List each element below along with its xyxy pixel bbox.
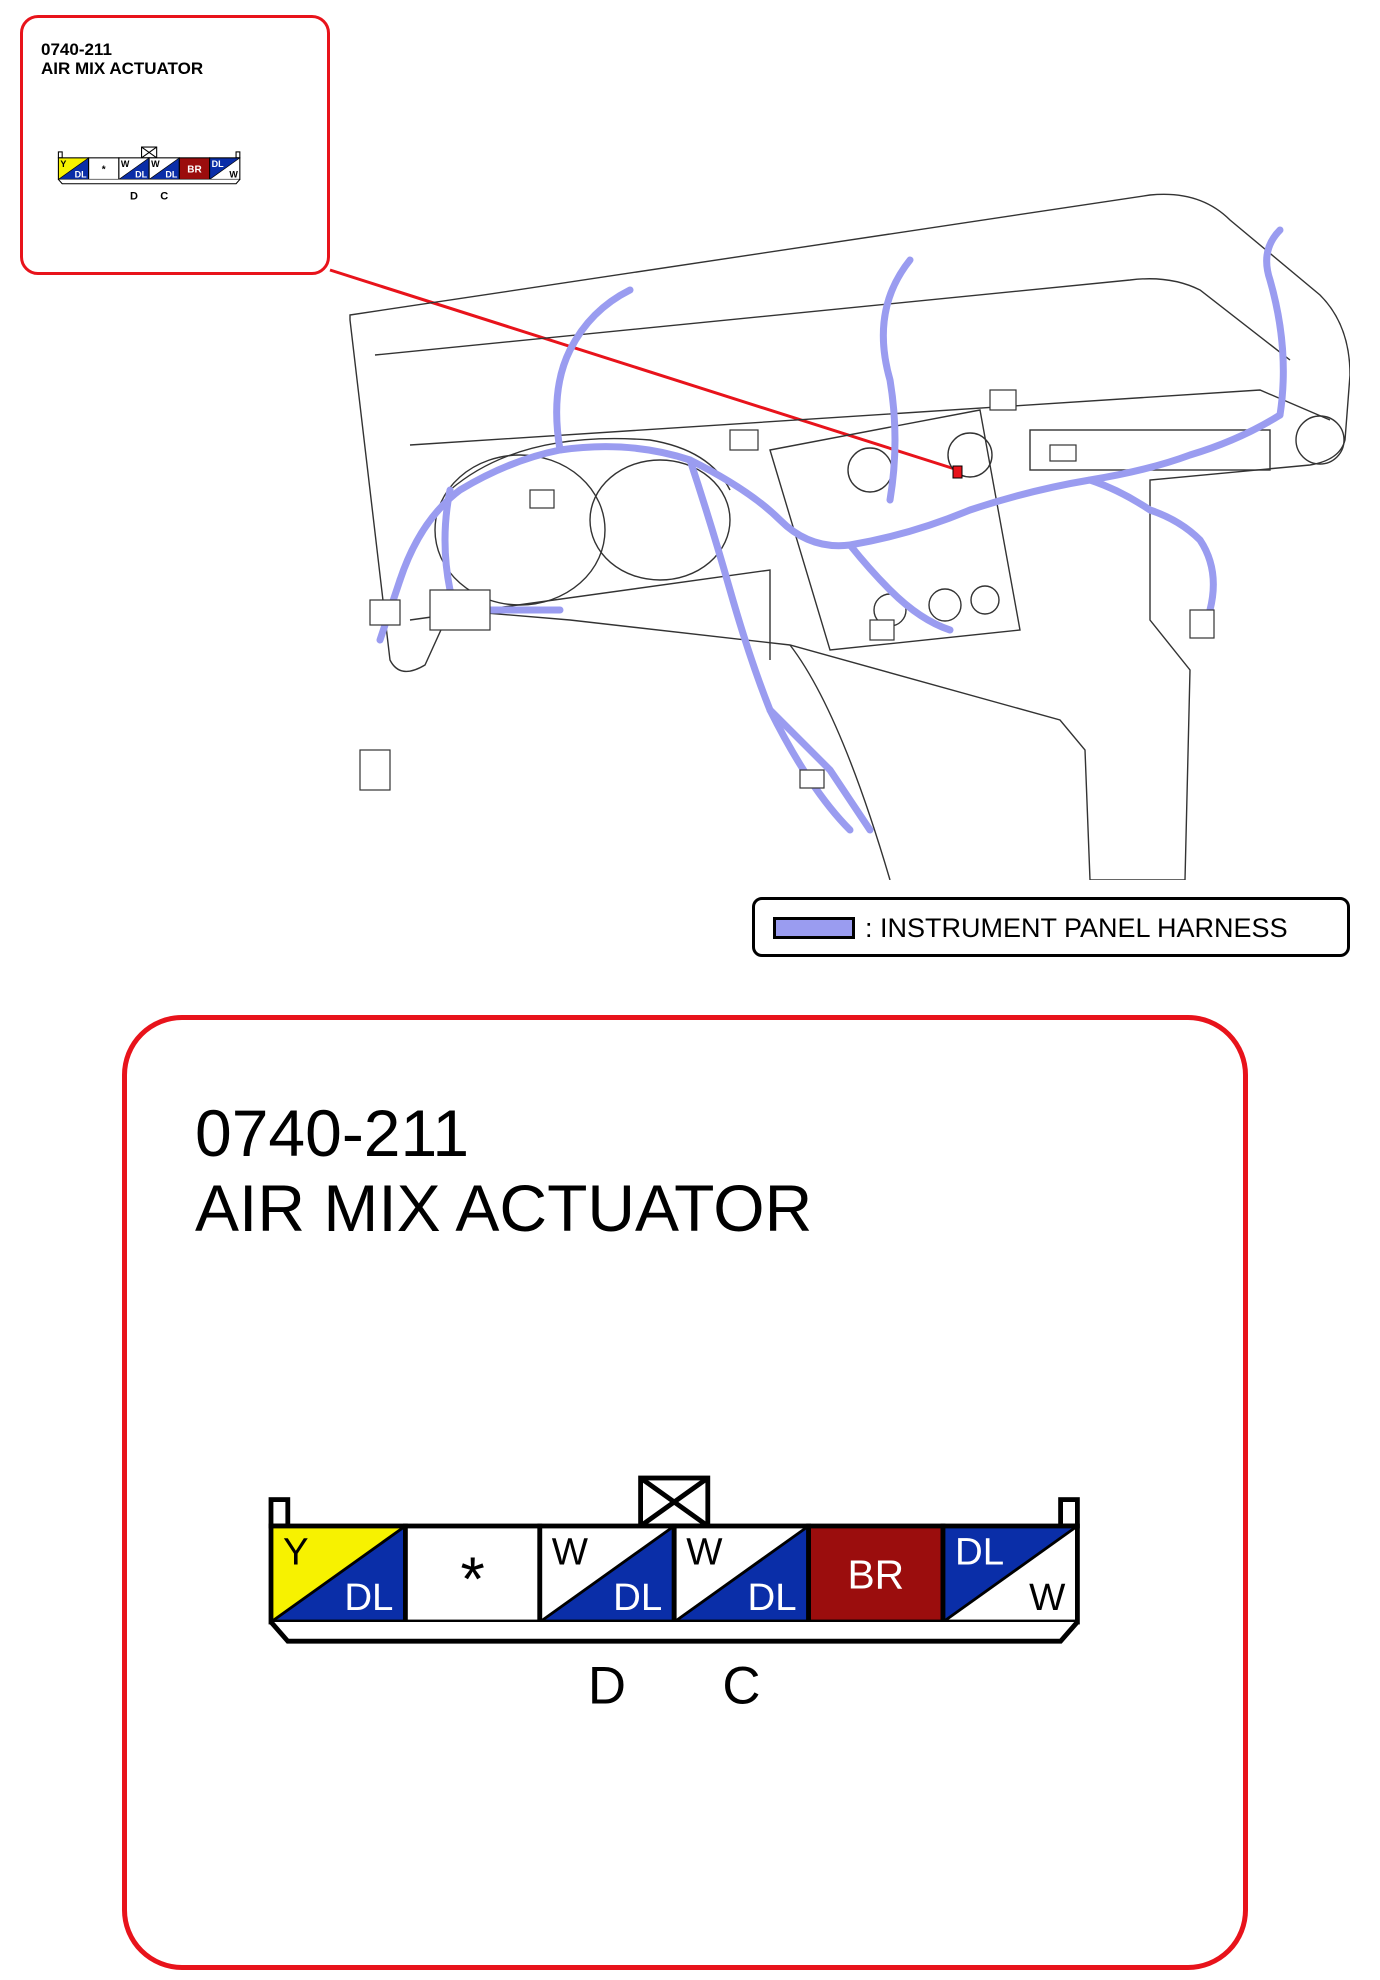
connector-tab-right (1058, 1497, 1080, 1529)
pin-label-bottom: DL (135, 169, 147, 179)
connector-rail (57, 179, 241, 185)
connector-block (989, 389, 1017, 411)
legend-swatch (773, 917, 855, 939)
connector-block (369, 599, 401, 626)
connector-code-small: 0740-211 (41, 40, 112, 59)
pin-cell (808, 1526, 943, 1622)
pin-border (209, 157, 241, 180)
gauge-left (434, 454, 606, 606)
connector-block (799, 769, 825, 789)
vent-1 (847, 447, 893, 493)
harness-branch-down (686, 456, 854, 834)
pin-label-top: W (151, 159, 160, 169)
pin-label-bottom: DL (344, 1576, 393, 1619)
center-stack (769, 409, 1021, 651)
connector-block (1189, 609, 1215, 639)
connector-diagram-small: Y DL * W DL W DL BR DL W D C (57, 146, 241, 202)
pin-label: * (460, 1545, 484, 1614)
pin-label-bottom: DL (75, 169, 87, 179)
callout-large: 0740-211 AIR MIX ACTUATOR Y DL * W DL W DL BR DL… (122, 1015, 1248, 1970)
pin-label: * (102, 165, 106, 176)
pin-label-bottom: DL (748, 1576, 797, 1619)
pin-divider (673, 1524, 810, 1624)
pin-divider (118, 157, 150, 180)
pin-divider (538, 1524, 676, 1624)
pin-divider (942, 1524, 1079, 1624)
legend-label: : INSTRUMENT PANEL HARNESS (865, 913, 1288, 943)
harness-console (766, 706, 874, 834)
vent-right (1295, 415, 1345, 465)
callout-small: 0740-211 AIR MIX ACTUATOR Y DL * W DL W DL BR DL… (20, 15, 330, 275)
pin-label-top: Y (60, 159, 66, 169)
connector-block (429, 589, 491, 631)
connector-tab-left (57, 151, 63, 159)
connector-rail (269, 1620, 1080, 1644)
pin-position-label: D (130, 190, 138, 202)
pin-label-bottom: DL (613, 1576, 662, 1619)
knob-2 (928, 588, 962, 622)
pin-position-label: C (160, 190, 168, 202)
vent-2 (947, 432, 993, 478)
dash-face (409, 389, 1331, 446)
connector-block (359, 749, 391, 791)
connector-block (1049, 444, 1077, 462)
pin-label-bottom: DL (165, 169, 177, 179)
pin-label-top: DL (955, 1530, 1004, 1573)
pin-label-top: W (686, 1530, 723, 1573)
connector-tab-right (235, 151, 241, 159)
legend: : INSTRUMENT PANEL HARNESS (752, 897, 1350, 957)
pin-label-top: W (121, 159, 130, 169)
pin-cell (179, 157, 210, 180)
pin-label-bottom: W (229, 169, 238, 179)
air-mix-connector-location (952, 465, 963, 479)
pin-label-top: DL (212, 159, 224, 169)
lower-panel (409, 569, 771, 660)
latch-cross (141, 146, 157, 159)
pin-label: BR (847, 1551, 904, 1597)
connector-tab-left (268, 1497, 291, 1529)
dash-outline (349, 193, 1350, 880)
pin-divider (270, 1524, 407, 1624)
knob-3 (970, 585, 1000, 615)
harness-main (396, 411, 1284, 584)
console (789, 644, 891, 880)
connector-block (729, 429, 759, 451)
connector-diagram: Y DL * W DL W DL BR DL W D C (268, 1475, 1080, 1716)
pin-divider (58, 157, 89, 180)
gauge-right (589, 459, 731, 581)
connector-name: AIR MIX ACTUATOR (195, 1171, 813, 1245)
connector-block (529, 489, 555, 509)
pin-label-bottom: W (1029, 1576, 1066, 1619)
connector-block (869, 619, 895, 641)
connector-code: 0740-211 (195, 1096, 470, 1170)
latch-cross (639, 1476, 710, 1528)
pin-label-top: W (552, 1530, 589, 1573)
connector-name-small: AIR MIX ACTUATOR (41, 59, 204, 78)
dash-top-edge (374, 278, 1291, 361)
harness-stack (879, 256, 914, 504)
harness-top (553, 286, 634, 454)
harness-center (846, 541, 954, 634)
pin-cell (405, 1526, 540, 1622)
harness-right (1086, 476, 1217, 614)
instrument-panel-drawing (349, 193, 1350, 880)
harness-rear (1263, 226, 1287, 419)
pin-divider (209, 157, 241, 180)
cluster-hood (449, 437, 731, 491)
pin-position-label: C (722, 1657, 760, 1716)
pin-label-top: Y (283, 1530, 309, 1573)
pin-divider (148, 157, 180, 180)
pin-label: BR (187, 165, 202, 176)
pin-position-label: D (588, 1657, 626, 1716)
pin-cell (88, 157, 119, 180)
